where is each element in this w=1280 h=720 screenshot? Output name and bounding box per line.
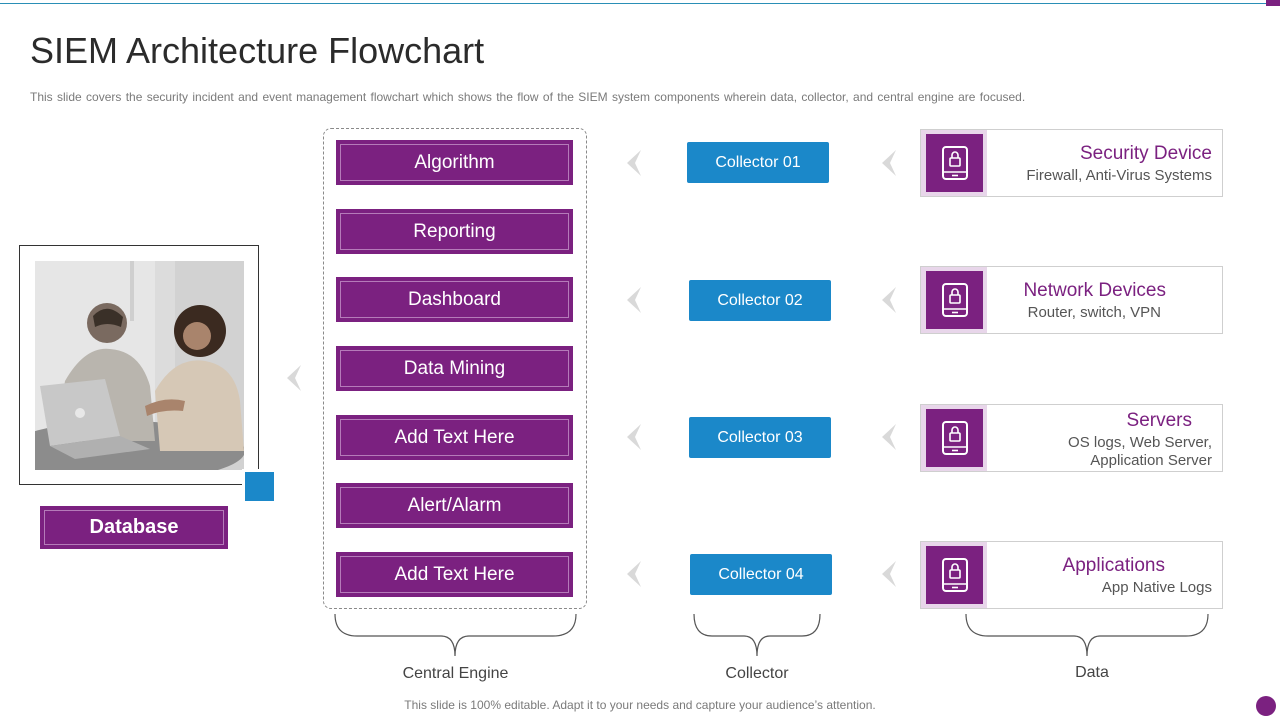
data-source-name: Network Devices bbox=[1023, 280, 1166, 301]
top-accent-square bbox=[1266, 0, 1280, 6]
engine-item-label: Add Text Here bbox=[340, 419, 569, 456]
engine-item-label: Data Mining bbox=[340, 350, 569, 387]
engine-item-reporting[interactable]: Reporting bbox=[336, 209, 573, 254]
desc-line: Router, switch, VPN bbox=[1027, 304, 1161, 321]
engine-item-algorithm[interactable]: Algorithm bbox=[336, 140, 573, 185]
central-engine-label: Central Engine bbox=[402, 665, 509, 682]
engine-item-label: Algorithm bbox=[340, 144, 569, 181]
engine-item-alert-alarm[interactable]: Alert/Alarm bbox=[336, 483, 573, 528]
data-source-desc: Router, switch, VPN bbox=[1028, 304, 1161, 322]
icon-background bbox=[921, 267, 987, 333]
mobile-lock-icon bbox=[941, 421, 968, 455]
engine-item-label: Reporting bbox=[340, 213, 569, 250]
icon-tile bbox=[926, 271, 983, 329]
mobile-lock-icon bbox=[941, 558, 968, 592]
chevron-left-icon bbox=[627, 561, 641, 587]
icon-background bbox=[921, 130, 987, 196]
chevron-left-icon bbox=[882, 287, 896, 313]
database-button[interactable]: Database bbox=[40, 506, 228, 549]
mobile-lock-icon bbox=[941, 283, 968, 317]
engine-item-data-mining[interactable]: Data Mining bbox=[336, 346, 573, 391]
collector-04-button[interactable]: Collector 04 bbox=[690, 554, 832, 595]
data-source-applications[interactable]: Applications App Native Logs bbox=[920, 541, 1223, 609]
mobile-lock-icon bbox=[941, 146, 968, 180]
people-at-laptop-photo bbox=[35, 261, 244, 470]
chevron-left-icon bbox=[627, 150, 641, 176]
chevron-left-icon bbox=[882, 150, 896, 176]
central-engine-group bbox=[323, 128, 587, 609]
chevron-left-icon bbox=[882, 561, 896, 587]
data-source-servers[interactable]: Servers OS logs, Web Server, Application… bbox=[920, 404, 1223, 472]
slide-title: SIEM Architecture Flowchart bbox=[30, 30, 485, 71]
data-source-network-devices[interactable]: Network Devices Router, switch, VPN bbox=[920, 266, 1223, 334]
icon-tile bbox=[926, 409, 983, 467]
data-source-desc: Firewall, Anti-Virus Systems bbox=[1026, 167, 1212, 185]
collector-02-button[interactable]: Collector 02 bbox=[689, 280, 831, 321]
slide-footer: This slide is 100% editable. Adapt it to… bbox=[404, 698, 876, 712]
desc-line: Firewall, Anti-Virus Systems bbox=[1026, 167, 1212, 184]
chevron-left-icon bbox=[627, 424, 641, 450]
icon-tile bbox=[926, 134, 983, 192]
engine-item-dashboard[interactable]: Dashboard bbox=[336, 277, 573, 322]
collector-label: Collector bbox=[725, 665, 789, 682]
engine-item-add-text-1[interactable]: Add Text Here bbox=[336, 415, 573, 460]
collector-03-button[interactable]: Collector 03 bbox=[689, 417, 831, 458]
top-accent-line bbox=[0, 3, 1266, 4]
data-source-name: Applications bbox=[1062, 555, 1165, 576]
engine-item-label: Dashboard bbox=[340, 281, 569, 318]
slide-subtitle: This slide covers the security incident … bbox=[30, 90, 1026, 104]
desc-line: OS logs, Web Server, bbox=[1068, 434, 1212, 451]
data-label: Data bbox=[1075, 664, 1109, 681]
data-source-desc: OS logs, Web Server, Application Server bbox=[1068, 434, 1212, 470]
engine-item-label: Add Text Here bbox=[340, 556, 569, 593]
collector-brace bbox=[693, 613, 821, 657]
icon-background bbox=[921, 542, 987, 608]
photo-accent-square bbox=[242, 469, 274, 501]
data-source-name: Servers bbox=[1126, 410, 1192, 431]
central-engine-brace bbox=[334, 613, 577, 657]
collector-01-button[interactable]: Collector 01 bbox=[687, 142, 829, 183]
desc-line: Application Server bbox=[1090, 452, 1212, 469]
data-source-security-device[interactable]: Security Device Firewall, Anti-Virus Sys… bbox=[920, 129, 1223, 197]
chevron-left-icon bbox=[287, 365, 301, 391]
database-label: Database bbox=[44, 510, 224, 545]
engine-item-add-text-2[interactable]: Add Text Here bbox=[336, 552, 573, 597]
desc-line: App Native Logs bbox=[1101, 579, 1212, 596]
data-brace bbox=[965, 613, 1209, 657]
data-source-desc: App Native Logs bbox=[1102, 579, 1212, 597]
engine-item-label: Alert/Alarm bbox=[340, 487, 569, 524]
chevron-left-icon bbox=[627, 287, 641, 313]
data-source-name: Security Device bbox=[1080, 143, 1212, 164]
database-photo-frame bbox=[19, 245, 259, 485]
page-indicator-dot bbox=[1256, 696, 1276, 716]
chevron-left-icon bbox=[882, 424, 896, 450]
icon-background bbox=[921, 405, 987, 471]
icon-tile bbox=[926, 546, 983, 604]
